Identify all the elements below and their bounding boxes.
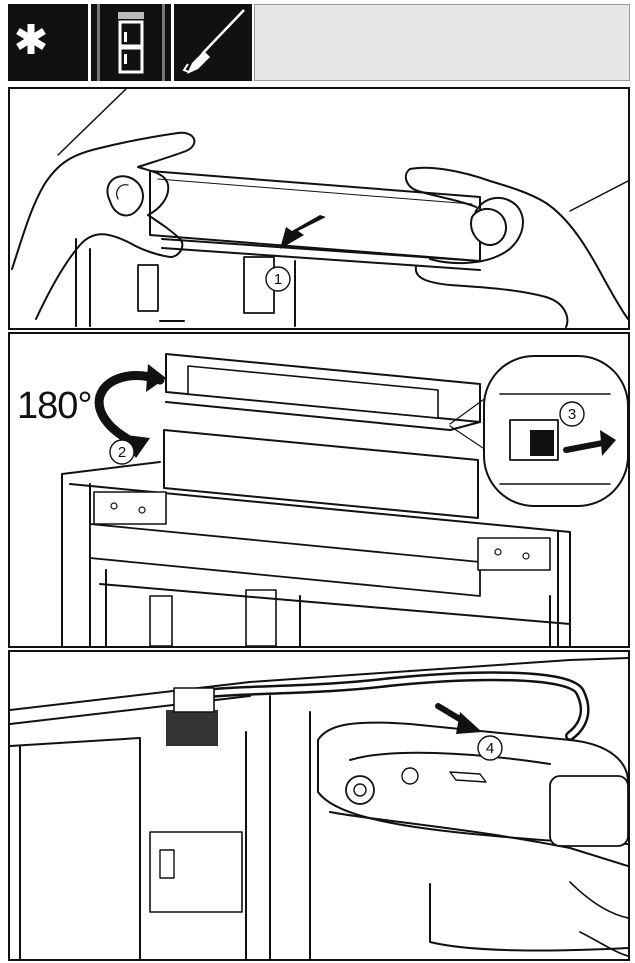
rotation-angle-label: 180° [17,385,93,427]
step-label-3: 3 [568,406,576,423]
screwdriver-icon [174,4,252,81]
toolbar-placeholder [254,4,630,81]
step-panel-1: 1 [8,87,630,330]
step-label-2: 2 [118,444,126,461]
instruction-toolbar [8,4,630,81]
step-panel-3: 4 [8,650,630,961]
asterisk-icon [8,4,88,81]
step-panel-2: 2 3 [8,332,630,648]
step-label-1: 1 [274,271,282,288]
fridge-compartment-icon [91,4,171,81]
step-label-4: 4 [486,740,494,757]
